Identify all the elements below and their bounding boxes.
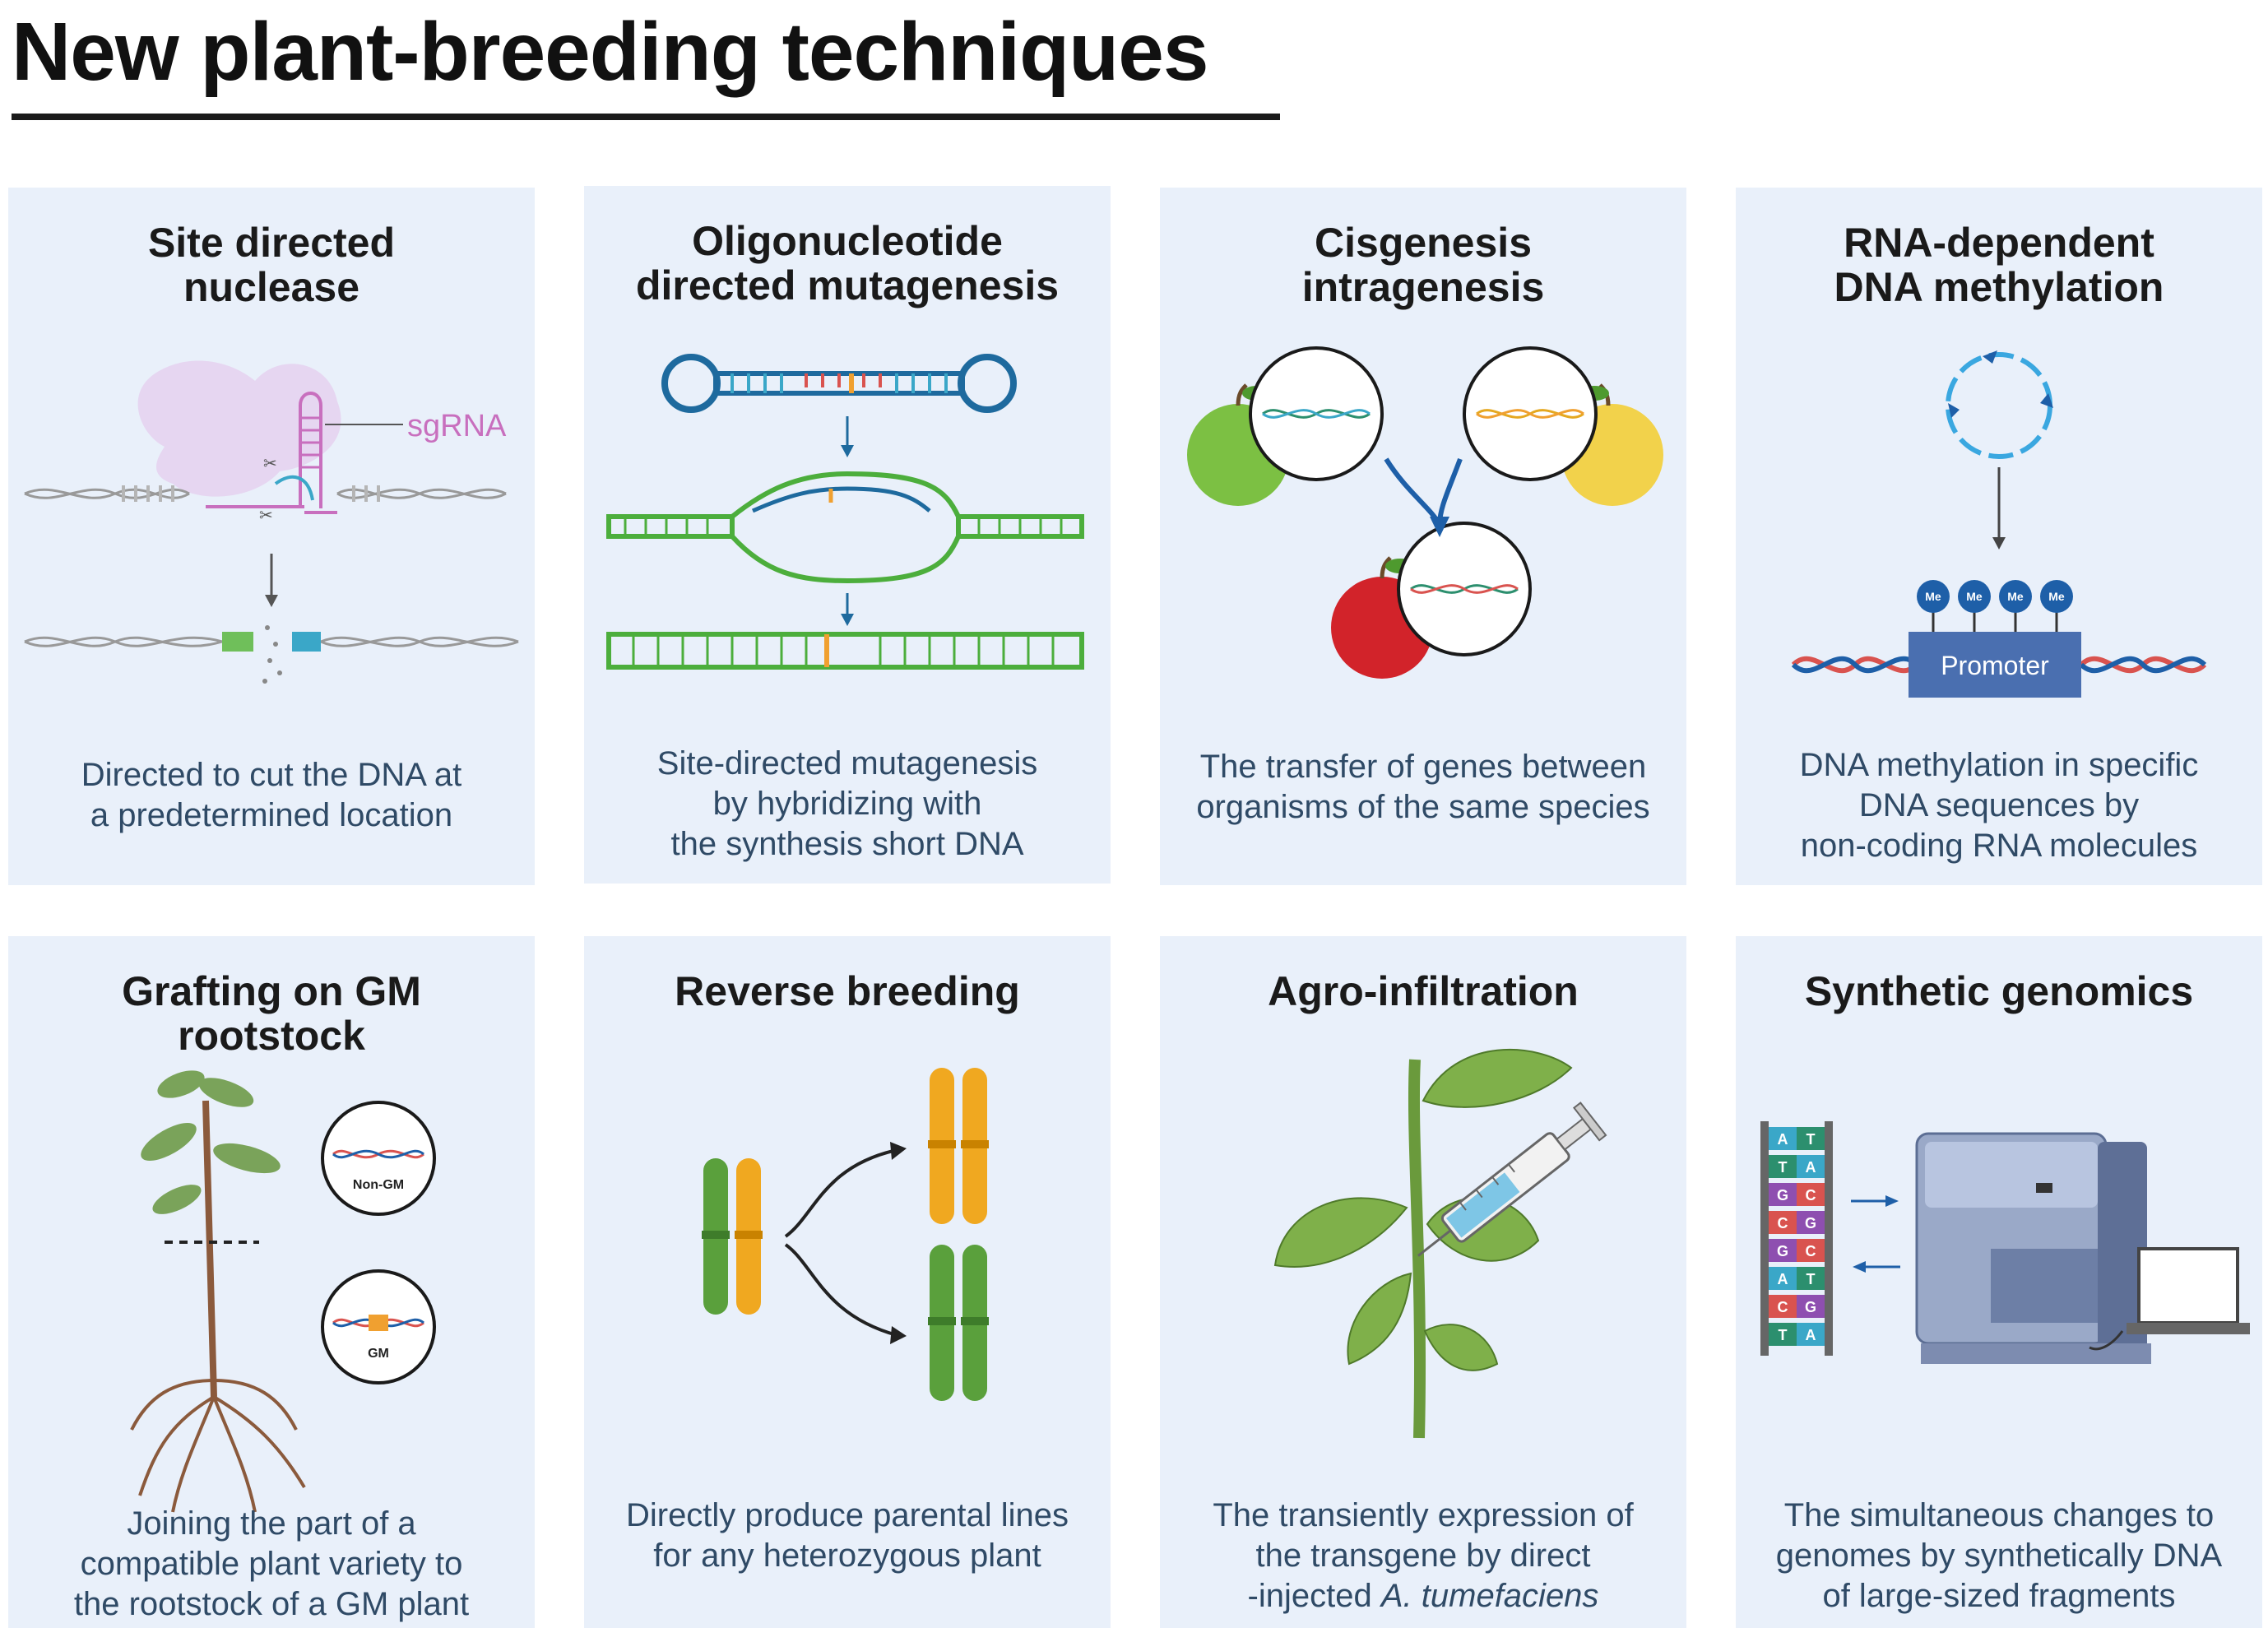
base-block <box>1769 1295 1797 1318</box>
base-letter: G <box>1805 1299 1816 1315</box>
base-letter: A <box>1806 1159 1816 1176</box>
card-cisgenesis: Cisgenesis intragenesis The <box>1160 188 1686 885</box>
card-title: Synthetic genomics <box>1804 968 2194 1014</box>
methyl-label: Me <box>1925 590 1941 603</box>
gm-label: GM <box>368 1347 389 1361</box>
methyl-label: Me <box>1966 590 1983 603</box>
card-title: Site directed nuclease <box>147 220 396 310</box>
methyl-label: Me <box>2007 590 2024 603</box>
card-title: Cisgenesis intragenesis <box>1301 220 1545 310</box>
base-block <box>1769 1127 1797 1150</box>
base-letter: T <box>1779 1159 1788 1176</box>
title-underline <box>12 114 1280 120</box>
card-description: The transiently expression of the transg… <box>1213 1497 1634 1614</box>
base-block <box>1769 1183 1797 1206</box>
reverse-breeding-illustration <box>702 1068 989 1401</box>
card-description: The transfer of genes between organisms … <box>1196 749 1650 825</box>
base-block <box>1797 1267 1825 1290</box>
base-letter: G <box>1777 1187 1788 1204</box>
grafting-illustration: Non-GM GM <box>130 1070 436 1513</box>
base-letter: C <box>1806 1187 1816 1204</box>
nuclease-dna-illustration: ✂ ✂ sgRNA <box>24 360 519 684</box>
base-block <box>1797 1183 1825 1206</box>
card-reverse-breeding: Reverse breeding Directly produce parent… <box>584 936 1111 1628</box>
base-block <box>1769 1267 1797 1290</box>
card-oligonucleotide-mutagenesis: Oligonucleotide directed mutagenesis <box>584 186 1111 884</box>
card-description: Site-directed mutagenesis by hybridizing… <box>656 745 1038 862</box>
card-title: Oligonucleotide directed mutagenesis <box>635 218 1060 308</box>
base-block <box>1769 1211 1797 1234</box>
card-agro-infiltration: Agro-infiltration The transiently expres… <box>1160 936 1686 1628</box>
cisgenesis-illustration <box>1187 346 1663 679</box>
base-block <box>1769 1323 1797 1346</box>
base-letter: C <box>1806 1243 1816 1259</box>
non-gm-label: Non-GM <box>353 1178 404 1192</box>
promoter-label: Promoter <box>1941 651 2049 680</box>
card-grafting: Grafting on GM rootstock <box>8 936 535 1628</box>
card-description: DNA methylation in specific DNA sequence… <box>1799 747 2199 864</box>
sgrna-label: sgRNA <box>407 409 507 443</box>
base-letter: G <box>1777 1243 1788 1259</box>
base-letter: A <box>1778 1131 1788 1148</box>
base-block <box>1797 1323 1825 1346</box>
base-block <box>1797 1239 1825 1262</box>
card-title: RNA-dependent DNA methylation <box>1834 220 2164 310</box>
card-description: Directly produce parental lines for any … <box>625 1497 1069 1574</box>
base-block <box>1797 1211 1825 1234</box>
base-letter: A <box>1778 1271 1788 1287</box>
card-title: Reverse breeding <box>675 968 1020 1014</box>
base-letter: C <box>1778 1215 1788 1231</box>
card-rna-dependent-methylation: RNA-dependent DNA methylation Promoter <box>1736 188 2262 885</box>
base-letter: C <box>1778 1299 1788 1315</box>
base-block <box>1797 1127 1825 1150</box>
card-description: Joining the part of a compatible plant v… <box>73 1505 470 1622</box>
card-description: The simultaneous changes to genomes by s… <box>1775 1497 2223 1614</box>
methylation-illustration: Promoter Me Me Me Me <box>1791 350 2207 698</box>
base-letter: G <box>1805 1215 1816 1231</box>
card-site-directed-nuclease: Site directed nuclease <box>8 188 535 885</box>
page-title: New plant-breeding techniques <box>12 6 1208 98</box>
methyl-label: Me <box>2048 590 2065 603</box>
base-block <box>1769 1155 1797 1178</box>
base-letter: T <box>1807 1271 1816 1287</box>
base-block <box>1769 1239 1797 1262</box>
base-block <box>1797 1155 1825 1178</box>
agro-infiltration-illustration <box>1273 1048 1607 1439</box>
card-description: Directed to cut the DNA at a predetermin… <box>81 757 462 833</box>
base-letter: T <box>1779 1327 1788 1343</box>
base-letter: T <box>1807 1131 1816 1148</box>
card-title: Agro-infiltration <box>1268 968 1579 1014</box>
svg-text:✂: ✂ <box>259 507 273 525</box>
svg-text:✂: ✂ <box>263 455 277 473</box>
base-letter: A <box>1806 1327 1816 1343</box>
mutagenesis-illustration <box>606 354 1084 670</box>
base-block <box>1797 1295 1825 1318</box>
card-title: Grafting on GM rootstock <box>122 968 421 1059</box>
